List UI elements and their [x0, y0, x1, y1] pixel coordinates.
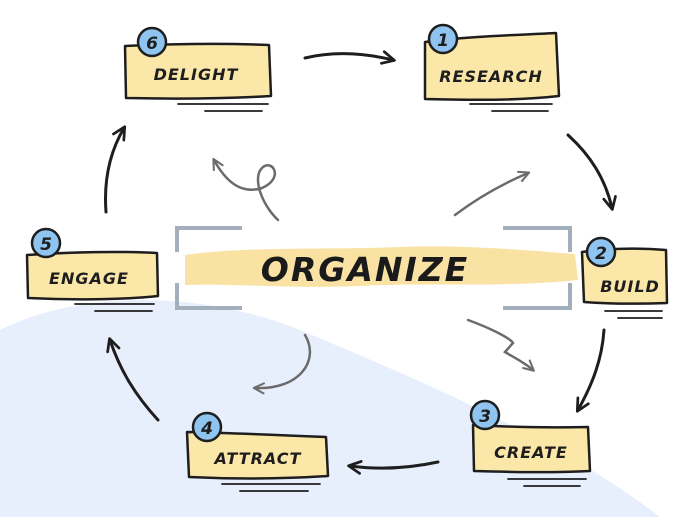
- step-label: RESEARCH: [439, 67, 543, 86]
- step-number: 2: [595, 244, 607, 264]
- step-number: 1: [437, 31, 449, 51]
- step-badge: [30, 227, 62, 259]
- step-delight: 6 DELIGHT: [123, 26, 273, 112]
- arrow-build-to-create: [575, 328, 606, 413]
- inner-arrow-curl-down: [252, 333, 312, 395]
- arrow-attract-to-engage: [106, 337, 160, 422]
- center-highlight: [185, 246, 578, 287]
- step-box: [123, 42, 273, 100]
- inner-arrow-up-right: [453, 170, 531, 217]
- step-badge: [191, 411, 223, 443]
- step-number: 3: [479, 407, 491, 427]
- step-label: BUILD: [600, 277, 660, 296]
- inner-arrows: [212, 157, 535, 395]
- step-number: 5: [40, 235, 52, 255]
- step-box: [185, 430, 330, 480]
- step-label: CREATE: [494, 443, 568, 462]
- step-box: [25, 250, 160, 301]
- arrow-create-to-attract: [347, 460, 440, 475]
- step-badge: [585, 236, 617, 268]
- step-number: 6: [146, 34, 158, 54]
- arrow-research-to-build: [566, 133, 617, 211]
- step-number: 4: [200, 419, 213, 439]
- background-shape: [0, 300, 660, 517]
- step-create: 3 CREATE: [469, 399, 592, 487]
- inner-arrow-down-right: [466, 318, 535, 372]
- step-box: [471, 423, 592, 474]
- step-label: ENGAGE: [49, 269, 129, 288]
- step-label: ATTRACT: [213, 449, 302, 468]
- step-build: 2 BUILD: [580, 236, 669, 319]
- step-attract: 4 ATTRACT: [185, 411, 330, 492]
- step-engage: 5 ENGAGE: [25, 227, 160, 312]
- inner-arrow-loop-up-left: [212, 157, 280, 222]
- center-brackets: [175, 226, 572, 310]
- step-badge: [136, 26, 168, 58]
- arrow-engage-to-delight: [104, 125, 127, 214]
- step-badge: [427, 23, 459, 55]
- cycle-arrows: [104, 50, 617, 475]
- step-badge: [469, 399, 501, 431]
- step-label: DELIGHT: [154, 65, 239, 84]
- arrow-delight-to-research: [303, 50, 396, 65]
- step-research: 1 RESEARCH: [423, 23, 561, 112]
- step-box: [423, 31, 561, 102]
- center-label: ORGANIZE: [261, 250, 469, 289]
